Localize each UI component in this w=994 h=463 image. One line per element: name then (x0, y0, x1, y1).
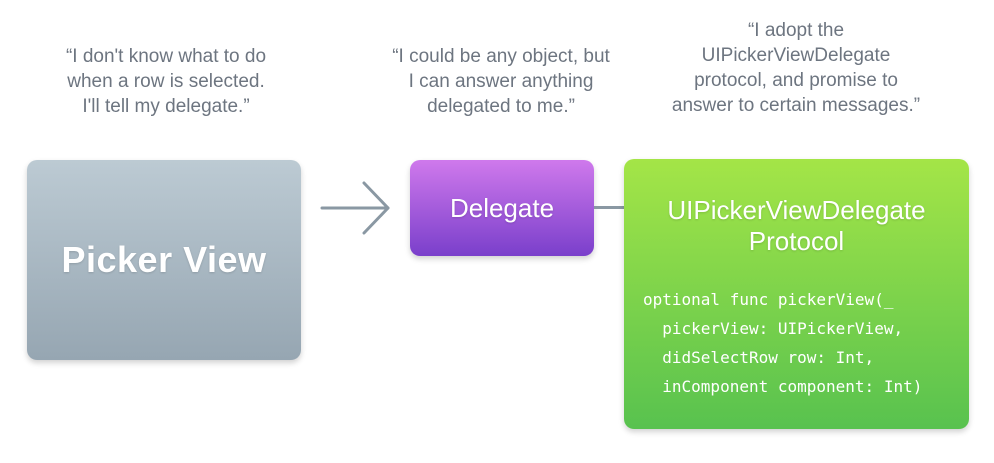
protocol-box: UIPickerViewDelegate Protocol optional f… (624, 159, 969, 429)
picker-view-box: Picker View (27, 160, 301, 360)
delegate-label: Delegate (449, 192, 555, 223)
arrow-right-icon (320, 181, 390, 235)
delegate-quote: “I could be any object, but I can answer… (392, 46, 610, 117)
delegate-protocol-connector (594, 206, 624, 209)
delegate-box: Delegate (410, 160, 594, 256)
protocol-title: UIPickerViewDelegate Protocol (667, 195, 926, 256)
picker-view-quote: “I don't know what to do when a row is s… (65, 46, 267, 117)
picker-view-label: Picker View (61, 239, 267, 280)
protocol-quote: “I adopt the UIPickerViewDelegate protoc… (671, 20, 921, 116)
protocol-method-code: optional func pickerView(_ pickerView: U… (643, 290, 923, 396)
